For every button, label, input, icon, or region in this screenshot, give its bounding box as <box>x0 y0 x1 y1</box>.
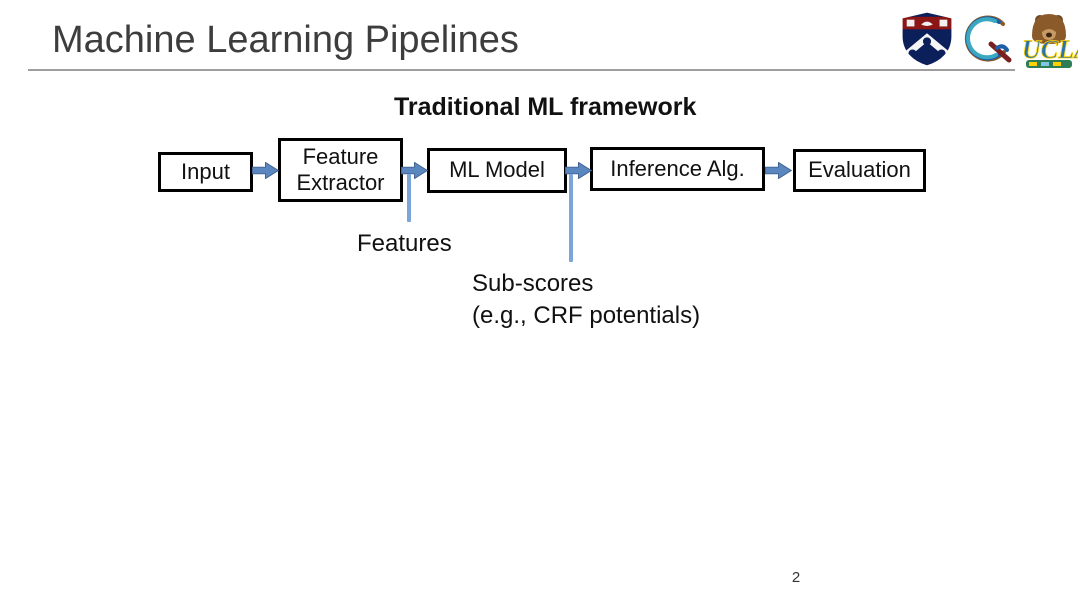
flow-box-evaluation-label: Evaluation <box>808 157 911 183</box>
flow-box-inference-alg-label: Inference Alg. <box>610 155 745 181</box>
flow-arrow-icon <box>765 162 792 179</box>
flow-arrow-icon <box>565 162 592 179</box>
flow-box-feature-extractor: Feature Extractor <box>278 138 403 202</box>
ucla-bruin-logo: UCLA <box>1022 14 1078 68</box>
flow-box-ml-model: ML Model <box>427 148 567 193</box>
penn-shield-logo <box>901 11 953 67</box>
subscores-annotation-line1: Sub-scores <box>472 270 594 297</box>
flow-box-inference-alg: Inference Alg. <box>590 147 765 191</box>
diagram-heading: Traditional ML framework <box>394 93 697 121</box>
header-divider <box>28 69 1015 71</box>
flow-box-feature-extractor-label: Feature Extractor <box>296 143 385 195</box>
flow-arrow-icon <box>252 162 279 179</box>
flow-box-input: Input <box>158 152 253 192</box>
slide-title: Machine Learning Pipelines <box>52 19 519 61</box>
flow-box-evaluation: Evaluation <box>793 149 926 192</box>
g-mark-logo <box>964 15 1012 63</box>
svg-text:UCLA: UCLA <box>1022 35 1078 64</box>
subscores-connector-line <box>569 174 573 262</box>
subscores-annotation-line2: (e.g., CRF potentials) <box>472 302 701 329</box>
page-number: 2 <box>791 569 801 586</box>
features-connector-line <box>407 174 411 222</box>
logo-strip: UCLA <box>895 8 1078 70</box>
flow-box-ml-model-label: ML Model <box>449 157 545 183</box>
features-annotation: Features <box>357 230 452 257</box>
subscores-annotation: Sub-scores (e.g., CRF potentials) <box>472 268 700 332</box>
flow-arrow-icon <box>401 162 428 179</box>
flow-box-input-label: Input <box>181 158 230 184</box>
